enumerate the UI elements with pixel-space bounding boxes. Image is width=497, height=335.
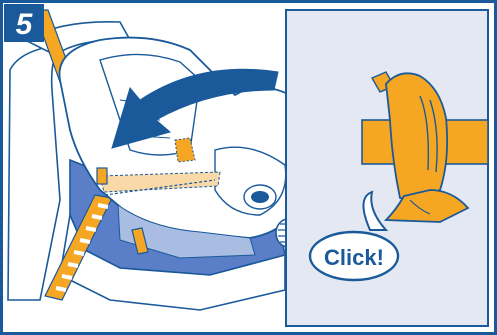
- click-callout-text: Click!: [324, 245, 384, 270]
- seat-logo-mark: [251, 191, 269, 203]
- step-badge: 5: [4, 4, 44, 42]
- detail-panel: [286, 10, 488, 326]
- step-number: 5: [16, 8, 34, 41]
- belt-clip-icon: [97, 168, 107, 184]
